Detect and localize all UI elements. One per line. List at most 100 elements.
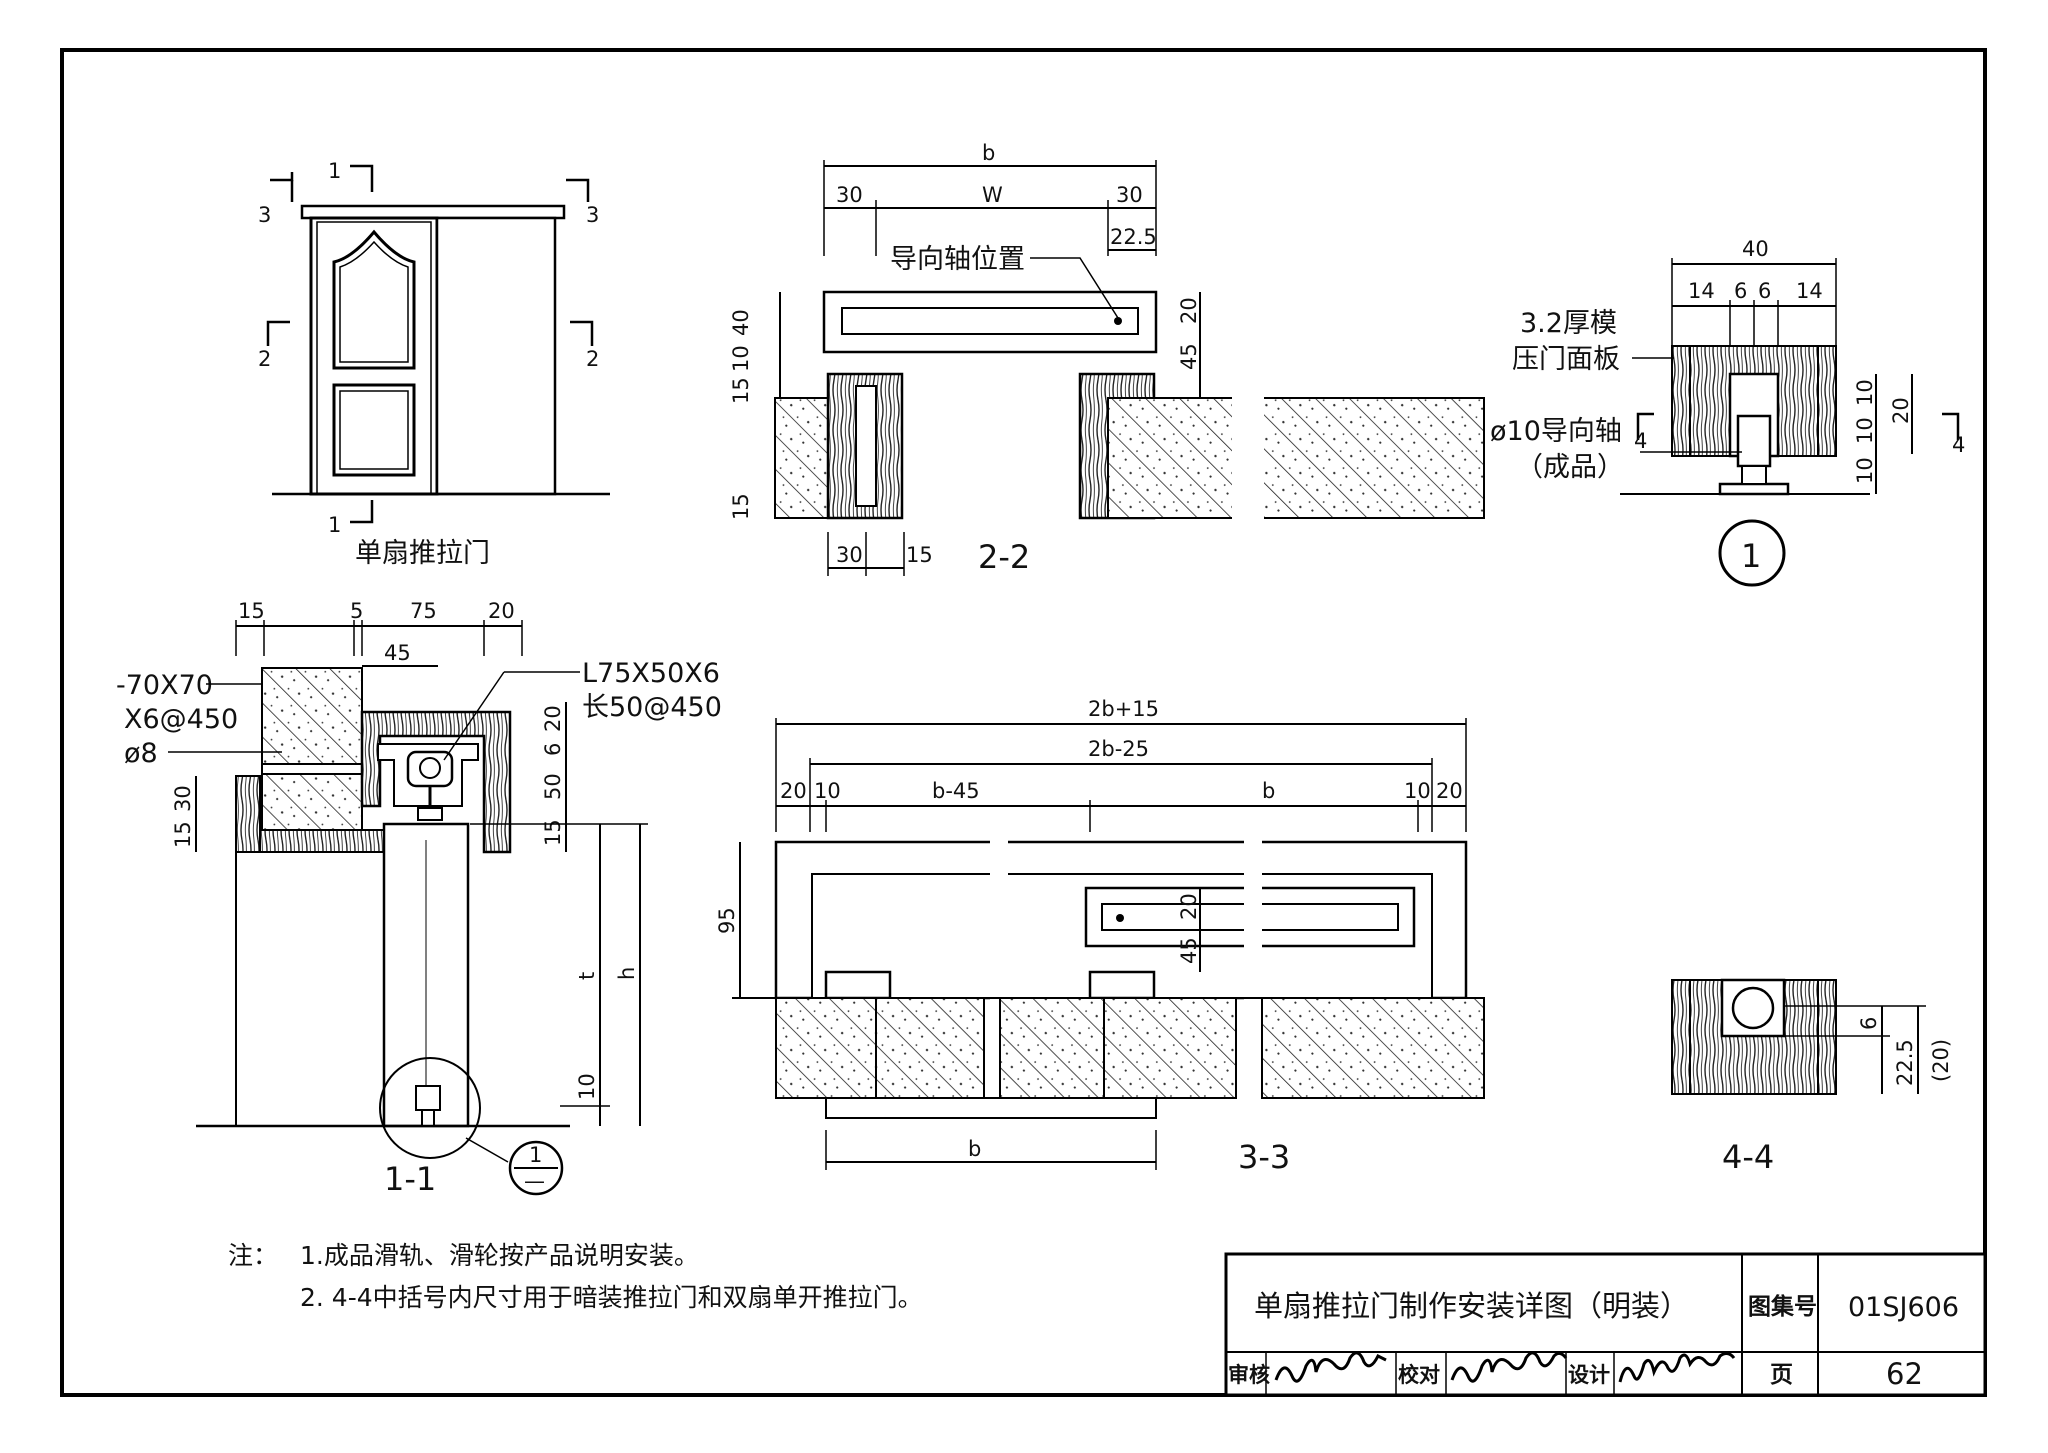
label-angle-line2: 长50@450 — [582, 692, 722, 723]
section-3-3-title: 3-3 — [1238, 1138, 1290, 1176]
dim-b: b — [982, 141, 995, 165]
dim-45: 45 — [384, 641, 411, 665]
ceiling-slab — [261, 667, 363, 831]
label-angle-line1: L75X50X6 — [582, 658, 720, 689]
dim-20: 20 — [1889, 397, 1913, 424]
dim-10-left: 10 — [814, 779, 841, 803]
cut-mark-3-left-label: 3 — [258, 203, 271, 227]
notes-label: 注： — [228, 1241, 278, 1270]
dim-15: 15 — [238, 599, 265, 623]
label-panel-line2: 压门面板 — [1512, 344, 1620, 375]
dim-6: 6 — [1857, 1017, 1881, 1030]
guide-base — [1718, 482, 1790, 496]
dim-20: 20 — [488, 599, 515, 623]
cut-mark-1-bottom — [350, 500, 374, 524]
dim-14-left: 14 — [1688, 279, 1715, 303]
notes-line1: 1.成品滑轨、滑轮按产品说明安装。 — [300, 1241, 699, 1270]
signature-designer — [1618, 1351, 1736, 1383]
dim-40: 40 — [729, 309, 753, 336]
dim-b-bottom: b — [968, 1137, 981, 1161]
label-guide-position: 导向轴位置 — [890, 244, 1025, 275]
dim-40: 40 — [1742, 237, 1769, 261]
shaft-4-4 — [1731, 986, 1775, 1030]
guide-shaft-dot — [1114, 317, 1122, 325]
cut-mark-2-left-label: 2 — [258, 347, 271, 371]
label-panel-line1: 3.2厚模 — [1520, 308, 1617, 339]
cut-mark-2-left — [266, 320, 290, 346]
dim-10-right: 10 — [1404, 779, 1431, 803]
stop-block-left — [824, 970, 892, 1000]
label-rod: ø8 — [124, 738, 158, 769]
cut-mark-3-right — [566, 178, 590, 202]
dim-45-v: 45 — [1177, 937, 1201, 964]
track-slot — [841, 307, 1139, 335]
signature-checker — [1450, 1351, 1568, 1383]
guide-stem — [1741, 465, 1767, 485]
dim-6-v: 6 — [541, 743, 565, 756]
detail-callout-circle — [379, 1057, 481, 1159]
dim-6-right: 6 — [1758, 279, 1771, 303]
leader-guide — [1030, 257, 1119, 319]
roller-plate — [417, 807, 443, 821]
frame-left-notch — [855, 385, 877, 507]
door-upper-panel-inner — [339, 240, 409, 363]
label-shaft-line2: （成品） — [1516, 452, 1624, 483]
guide-dot-3-3 — [1116, 914, 1124, 922]
door-upper-panel — [332, 229, 416, 370]
section-2-2-title: 2-2 — [978, 538, 1030, 576]
break-gap — [990, 830, 1008, 1010]
section-1-1: 15 5 75 20 45 -70X70 X6@450 ø8 — [116, 599, 722, 1198]
design-label: 设计 — [1568, 1363, 1610, 1387]
dim-20-paren: (20) — [1929, 1039, 1953, 1082]
dim-10-c: 10 — [1853, 457, 1877, 484]
cut-mark-1-top — [350, 164, 374, 192]
wall-3-3-right — [1261, 997, 1485, 1099]
notes-line2: 2. 4-4中括号内尺寸用于暗装推拉门和双扇单开推拉门。 — [300, 1283, 923, 1312]
callout-top: 1 — [529, 1143, 542, 1167]
section-3-3: 2b+15 2b-25 20 10 b-45 b 10 20 — [715, 697, 1485, 1176]
door-elevation: 1 1 3 3 2 2 单扇推拉门 — [258, 159, 610, 569]
cut-mark-4-right-label: 4 — [1952, 433, 1965, 457]
wall-3-3-mid — [999, 997, 1237, 1099]
dim-20-right: 20 — [1436, 779, 1463, 803]
dim-b45: b-45 — [932, 779, 980, 803]
dim-10: 10 — [575, 1073, 599, 1100]
dim-h: h — [615, 967, 639, 980]
door-fixed-side — [435, 216, 557, 496]
cut-mark-3-left — [270, 172, 294, 182]
section-4-4-title: 4-4 — [1722, 1138, 1774, 1176]
door-panel-right — [1817, 345, 1837, 457]
callout-bottom: — — [524, 1169, 545, 1193]
steel-plate — [261, 763, 363, 775]
dim-15-bottom: 15 — [729, 493, 753, 520]
sheet-border — [60, 48, 1987, 1397]
notes-block: 注： 1.成品滑轨、滑轮按产品说明安装。 2. 4-4中括号内尺寸用于暗装推拉门… — [228, 1241, 923, 1312]
signature-reviewer — [1274, 1351, 1387, 1383]
dim-30-bottom: 30 — [836, 543, 863, 567]
title-block: 单扇推拉门制作安装详图（明装） 图集号 01SJ606 审核 校对 设计 页 6… — [1224, 1252, 1987, 1397]
callout-leader — [465, 1137, 509, 1163]
dim-95: 95 — [715, 907, 739, 934]
dim-t: t — [575, 972, 599, 980]
wall-break — [1232, 390, 1264, 526]
cut-mark-4-left — [1636, 412, 1654, 440]
dim-5: 5 — [350, 599, 363, 623]
dim-14-right: 14 — [1796, 279, 1823, 303]
door-leaf — [309, 216, 439, 496]
door-head-trim — [300, 204, 566, 220]
stop-block-mid — [1088, 970, 1156, 1000]
break-gap — [1244, 830, 1262, 1010]
dim-10-a: 10 — [1853, 379, 1877, 406]
dim-2b25: 2b-25 — [1088, 737, 1149, 761]
detail-1-title: 1 — [1741, 537, 1761, 575]
door-panel-left-4-4 — [1671, 979, 1691, 1095]
atlas-label: 图集号 — [1748, 1293, 1817, 1320]
dim-22-5: 22.5 — [1110, 225, 1157, 249]
door-panel-right-4-4 — [1817, 979, 1837, 1095]
dim-W: W — [982, 183, 1003, 207]
dim-2b15: 2b+15 — [1088, 697, 1159, 721]
drawing-title: 单扇推拉门制作安装详图（明装） — [1254, 1289, 1689, 1323]
door-lower-panel-inner — [339, 390, 409, 470]
cut-mark-4-right — [1942, 412, 1960, 440]
dim-75: 75 — [410, 599, 437, 623]
